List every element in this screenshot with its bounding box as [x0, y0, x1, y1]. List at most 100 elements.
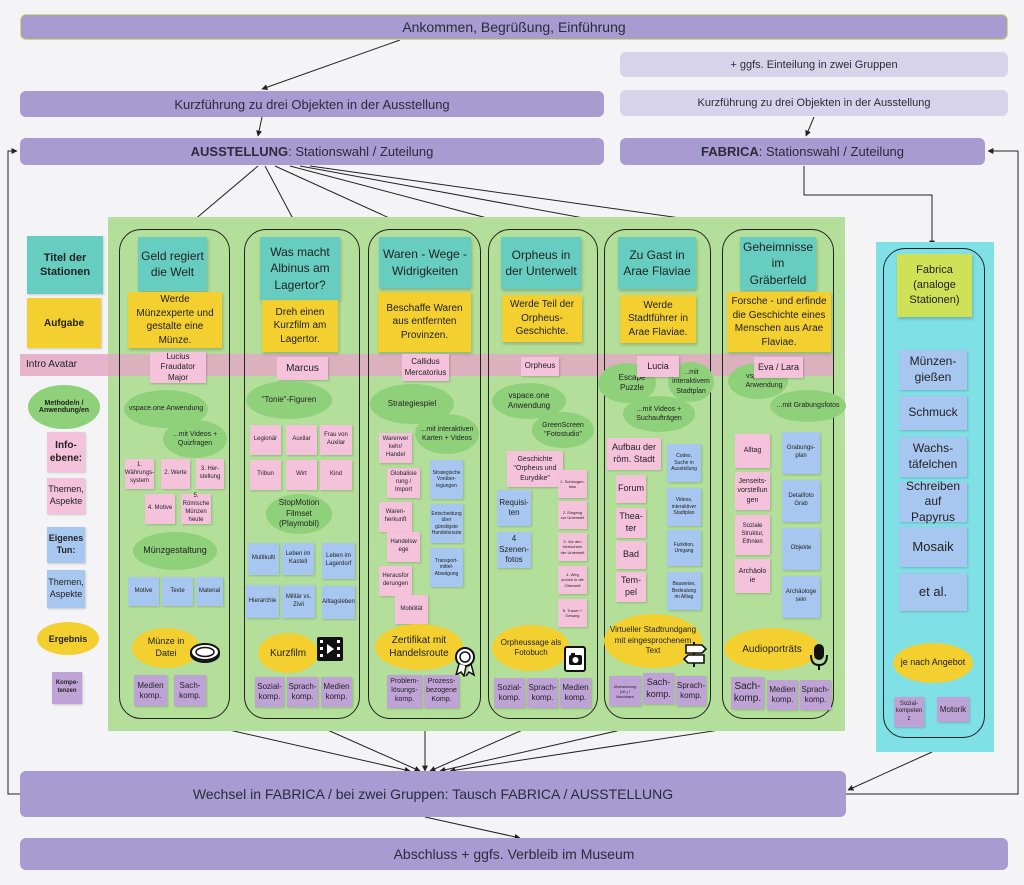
fabrica-title: Fabrica (analoge Stationen): [897, 254, 972, 317]
station-4-story: Geschichte "Orpheus und Eurydike": [507, 451, 563, 487]
station-2-info-4: Tribun: [250, 460, 281, 490]
wechsel-label: Wechsel in FABRICA / bei zwei Gruppen: T…: [192, 786, 674, 802]
station-6-task: Forsche - und erfinde die Geschichte ein…: [727, 292, 831, 352]
legend-method-text: Methode/n / Anwendung/en: [38, 400, 90, 414]
station-2-own-4: Hierarchie: [246, 585, 279, 618]
station-6-info-4: Archäolo ie: [735, 559, 770, 593]
station-1-info-3: 3. Her-stellung: [196, 459, 224, 489]
station-5-info-3: Thea-ter: [616, 508, 646, 538]
station-1-title: Geld regiert die Welt: [138, 237, 207, 291]
station-4-avatar: Orpheus: [521, 357, 559, 376]
station-4-method-2: GreenScreen "Fotostudio": [532, 412, 594, 448]
station-1-own-1: Motive: [128, 577, 159, 606]
station-3-method-2: ...mit interaktiven Karten + Videos: [415, 414, 479, 454]
station-6-info-2: Jenseits-vorstellun gen: [735, 472, 770, 510]
fabrica-result: je nach Angebot: [893, 643, 973, 683]
station-1-method-3: Münzgestaltung: [133, 532, 217, 570]
station-2-task: Dreh einen Kurzfilm am Lagertor.: [262, 300, 338, 352]
station-1-info-5: 5. Römische Münzen heute: [181, 493, 211, 524]
station-2-own-2: Leben im Kastell: [282, 543, 314, 575]
station-3-info-1: Warenver kehr/ Handel: [379, 433, 412, 463]
station-3-own-2: Entscheidung über günstigste Handelsrout…: [430, 504, 463, 543]
station-4-info-4: 4. Weg zurück in die Oberwelt: [558, 566, 587, 594]
legend-competence-text: Kompe-tenzen: [55, 680, 79, 694]
legend-result: Ergebnis: [37, 622, 99, 655]
station-2-avatar: Marcus: [277, 357, 328, 380]
station-2-comp-1: Sozial-komp.: [255, 677, 284, 707]
legend-task-text: Aufgabe: [44, 317, 84, 329]
legend-result-text: Ergebnis: [48, 633, 88, 644]
legend-own-text: Eigenes Tun:: [48, 533, 84, 555]
station-3-info-5: Herausfor derungen: [379, 566, 412, 596]
station-6-own-3: Objekte: [782, 528, 820, 570]
station-4-comp-1: Sozial-komp.: [494, 678, 525, 708]
station-2-own-6: Alltagsleben: [322, 586, 355, 619]
station-3-info-6: Mobilität: [395, 595, 428, 624]
abschluss-bar: Abschluss + ggfs. Verbleib im Museum: [20, 838, 1008, 870]
station-5-method-3: ...mit Videos + Suchaufträgen: [623, 396, 695, 432]
station-6-info-1: Alltag: [735, 434, 770, 468]
fabrica-item-3: Wachs-täfelchen: [899, 437, 967, 477]
legend-title-text: Titel der Stationen: [39, 251, 91, 278]
legend-info-text: Info-ebene:: [49, 440, 83, 464]
fabrica-item-2: Schmuck: [899, 396, 967, 430]
station-3-comp-1: Problem-lösungs-komp.: [387, 675, 422, 708]
station-3-task: Beschaffe Waren aus entfernten Provinzen…: [378, 292, 471, 352]
station-5-avatar: Lucia: [637, 356, 679, 377]
station-2-own-5: Militär vs. Zivil: [282, 585, 315, 618]
station-4-info-3: 3. Vor den Herrschern der Unterwelt: [558, 533, 587, 561]
legend-task: Aufgabe: [27, 298, 101, 348]
station-1-column: [119, 229, 230, 719]
station-3-comp-2: Prozess-bezogene Komp.: [424, 675, 459, 708]
station-5-info-5: Tem-pel: [616, 572, 646, 602]
station-4-own-1: Requisi-ten: [497, 490, 531, 526]
fabrica-bold: FABRICA: [700, 144, 759, 159]
station-6-title: Geheimnisse im Gräberfeld: [740, 237, 816, 290]
groups-bar: + ggfs. Einteilung in zwei Gruppen: [620, 52, 1008, 77]
station-1-comp-2: Sach-komp.: [174, 675, 206, 706]
station-4-comp-2: Sprach-komp.: [527, 678, 558, 708]
legend-title: Titel der Stationen: [27, 236, 103, 294]
station-2-result: Kurzfilm: [258, 633, 318, 673]
station-5-info-1: Aufbau der röm. Stadt: [607, 438, 661, 470]
groups-label: + ggfs. Einteilung in zwei Gruppen: [730, 58, 898, 71]
certificate-icon: [450, 645, 480, 678]
abschluss-label: Abschluss + ggfs. Verbleib im Museum: [393, 846, 635, 862]
station-2-info-2: Auxilar: [286, 425, 317, 455]
legend-competence: Kompe-tenzen: [52, 672, 82, 704]
station-5-comp-1: Übersetzung (vlt.) / Machbare: [609, 676, 641, 706]
arrival-label: Ankommen, Begrüßung, Einführung: [402, 19, 626, 35]
station-3-own-3: Transport-mittel-Abwägung: [430, 548, 463, 587]
station-3-column: [368, 229, 481, 719]
station-4-info-5: 5. Trauer + Gesang: [558, 599, 587, 627]
station-5-comp-3: Sprach-komp.: [676, 676, 706, 706]
tour-left-label: Kurzführung zu drei Objekten in der Auss…: [174, 96, 450, 112]
legend-topics-1: Themen, Aspekte: [47, 478, 85, 514]
fabrica-item-5: Mosaik: [899, 527, 967, 567]
station-3-info-3: Waren-herkunft: [379, 502, 412, 532]
station-2-comp-2: Sprach-komp.: [287, 677, 318, 707]
station-3-own-1: Strategische Vorüber-legungen: [430, 460, 463, 499]
station-2-comp-3: Medien komp.: [321, 677, 352, 707]
station-2-info-5: Wirt: [286, 460, 317, 490]
station-6-column: [722, 229, 834, 719]
legend-info: Info-ebene:: [47, 432, 85, 472]
fabrica-comp-2: Motorik: [937, 697, 969, 722]
station-2-own-3: Leben im Lagerdorf: [322, 543, 355, 579]
station-1-method-2: ...mit Videos + Quizfragen: [163, 420, 227, 458]
legend-intro: Intro Avatar: [26, 359, 77, 370]
station-4-task: Werde Teil der Orpheus-Geschichte.: [502, 295, 582, 342]
fabrica-item-4: Schreiben auf Papyrus: [899, 479, 967, 524]
station-3-result: Zertifikat mit Handelsroute: [375, 624, 463, 670]
station-2-info-1: Legionär: [250, 425, 281, 455]
station-4-comp-3: Medien komp.: [560, 678, 591, 708]
ausstellung-bar: AUSSTELLUNG: Stationswahl / Zuteilung: [20, 138, 604, 165]
station-6-own-4: Archäologe sein: [782, 576, 820, 618]
station-5-own-4: Bauweise, Bedeutung im Alltag: [667, 572, 701, 610]
station-6-own-2: Detailfoto Grab: [782, 480, 820, 522]
station-2-column: [244, 229, 360, 719]
film-icon: [315, 635, 345, 663]
station-2-method: "Tonie"-Figuren: [246, 381, 332, 419]
station-1-task: Werde Münzexperte und gestalte eine Münz…: [128, 292, 222, 348]
station-5-info-2: Forum: [616, 475, 646, 503]
